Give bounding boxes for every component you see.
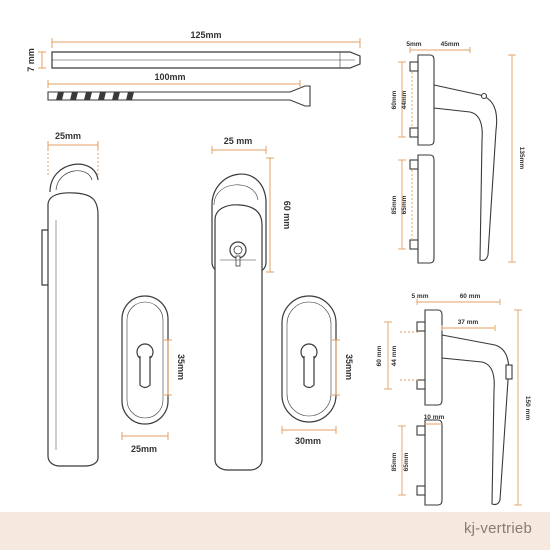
side2-lower-inner-label: 65mm <box>403 452 410 471</box>
rosette-b-width-label: 30mm <box>295 436 321 446</box>
screw-length-label: 100mm <box>154 72 185 82</box>
screw-length-dim <box>47 80 301 88</box>
side-view-1-dims <box>398 47 516 263</box>
handle-b-width-dim <box>211 146 267 154</box>
brand-logo-text: kj-vertrieb <box>463 520 532 537</box>
side2-height-label: 150 mm <box>524 396 531 420</box>
side-view-1-drawing <box>409 54 498 264</box>
handle-a-drawing <box>41 163 99 467</box>
handle-b-drawing <box>211 173 267 471</box>
handle-b-height-label: 60 mm <box>282 201 292 230</box>
footer-band <box>0 512 550 550</box>
rosette-b-hole-dim <box>332 339 340 396</box>
side2-lever-label: 37 mm <box>458 319 479 326</box>
side1-height-label: 135mm <box>518 147 525 170</box>
rosette-b-hole-label: 35mm <box>344 354 354 380</box>
side2-lower-width-label: 10 mm <box>424 414 445 421</box>
side1-depth-label: 45mm <box>441 41 460 48</box>
spindle-length-dim <box>51 38 361 48</box>
side1-offset-label: 5mm <box>406 41 421 48</box>
side-view-2-dims <box>384 299 522 506</box>
rosette-b-width-dim <box>281 426 337 434</box>
handle-b-width-label: 25 mm <box>224 136 253 146</box>
spindle-drawing <box>51 51 361 69</box>
side2-depth-label: 60 mm <box>460 293 481 300</box>
rosette-b-drawing <box>281 295 337 423</box>
rosette-a-width-dim <box>121 432 169 440</box>
spindle-thickness-label: 7 mm <box>26 48 36 72</box>
rosette-a-width-label: 25mm <box>131 444 157 454</box>
spindle-thickness-dim <box>38 51 46 69</box>
side2-offset-label: 5 mm <box>412 293 429 300</box>
rosette-a-drawing <box>121 295 169 425</box>
side2-lower-outer-label: 85mm <box>391 452 398 471</box>
side1-upper-outer-label: 60mm <box>391 90 398 109</box>
handle-b-height-dim <box>266 157 274 273</box>
rosette-a-hole-dim <box>164 339 172 396</box>
side2-upper-outer-label: 60 mm <box>376 345 383 366</box>
screw-drawing <box>47 85 311 107</box>
handle-a-width-dim <box>47 141 99 175</box>
rosette-a-hole-label: 35mm <box>176 354 186 380</box>
side2-upper-inner-label: 44 mm <box>391 345 398 366</box>
side-view-2-drawing <box>416 309 513 506</box>
side1-upper-inner-label: 44mm <box>401 90 408 109</box>
side1-lower-outer-label: 85mm <box>391 195 398 214</box>
handle-a-width-label: 25mm <box>55 131 81 141</box>
side1-lower-inner-label: 65mm <box>401 195 408 214</box>
spindle-length-label: 125mm <box>190 30 221 40</box>
